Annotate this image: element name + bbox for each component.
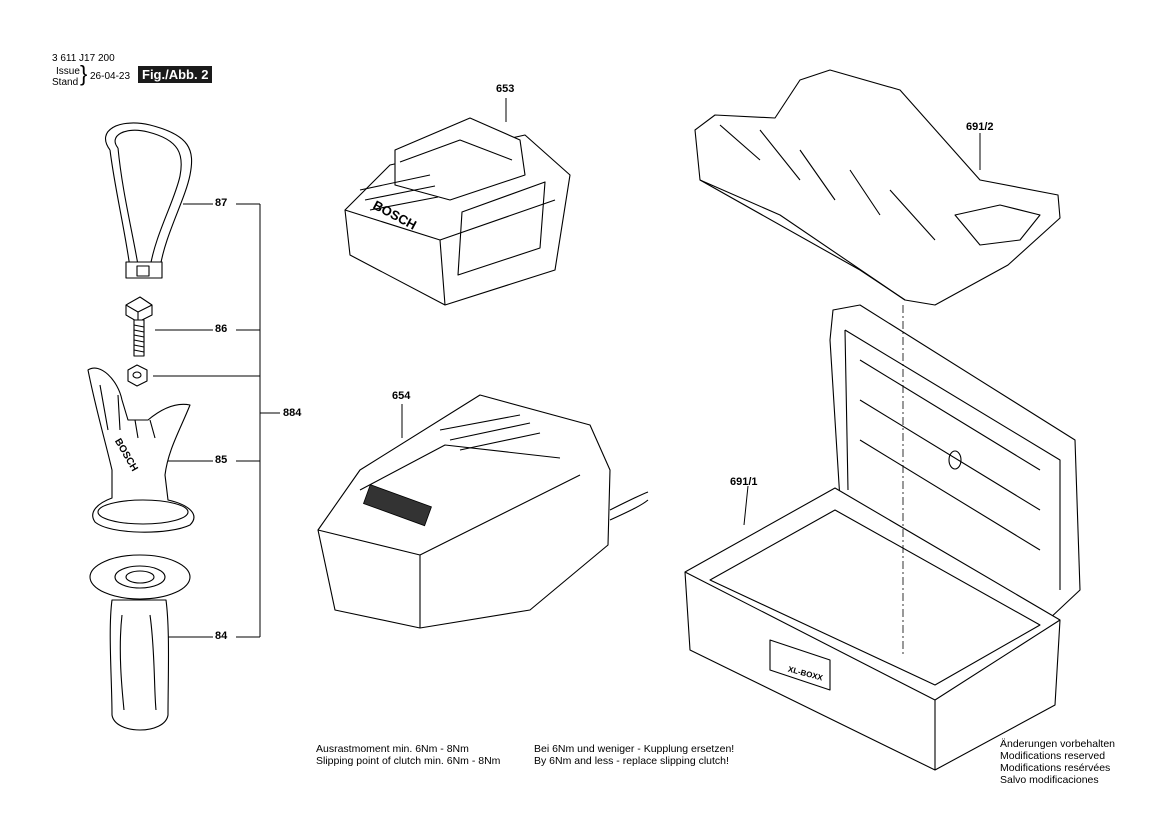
figure-label: Fig./Abb. 2: [138, 66, 213, 83]
case-part-691-1: XL-BOXX: [684, 304, 1081, 771]
issue-label: Issue: [56, 66, 80, 77]
callout-85: 85: [215, 454, 228, 466]
modifications-es: Salvo modificaciones: [1000, 774, 1099, 786]
callout-87: 87: [215, 197, 228, 209]
strap-part-87: [104, 122, 193, 279]
callout-86: 86: [215, 323, 228, 335]
case-insert-part-691-2: [694, 69, 1061, 306]
callout-691-1: 691/1: [730, 476, 758, 488]
callout-691-2: 691/2: [966, 121, 994, 133]
stand-label: Stand: [52, 77, 79, 88]
modifications-en: Modifications reserved: [1000, 750, 1106, 762]
note-clutch-de: Bei 6Nm und weniger - Kupplung ersetzen!: [534, 743, 735, 755]
battery-part-653: BOSCH: [344, 98, 571, 306]
handle-bracket-part-85: BOSCH: [87, 367, 195, 533]
nut-part: [127, 364, 148, 387]
callout-653: 653: [496, 83, 515, 95]
header-brace: }: [80, 61, 88, 86]
screw-part-86: [125, 296, 153, 357]
leader-lines-left: [153, 203, 280, 638]
callout-884: 884: [283, 407, 302, 419]
note-clutch-en: By 6Nm and less - replace slipping clutc…: [534, 755, 729, 767]
callout-654: 654: [392, 390, 411, 402]
modifications-fr: Modifications resérvées: [1000, 762, 1111, 774]
modifications-de: Änderungen vorbehalten: [1000, 738, 1116, 750]
grip-part-84: [89, 554, 191, 731]
note-torque-en: Slipping point of clutch min. 6Nm - 8Nm: [316, 755, 501, 767]
doc-number: 3 611 J17 200: [52, 53, 115, 64]
callout-84: 84: [215, 630, 228, 642]
issue-date: 26-04-23: [90, 71, 131, 82]
note-torque-de: Ausrastmoment min. 6Nm - 8Nm: [316, 743, 469, 755]
charger-part-654: [317, 394, 649, 629]
